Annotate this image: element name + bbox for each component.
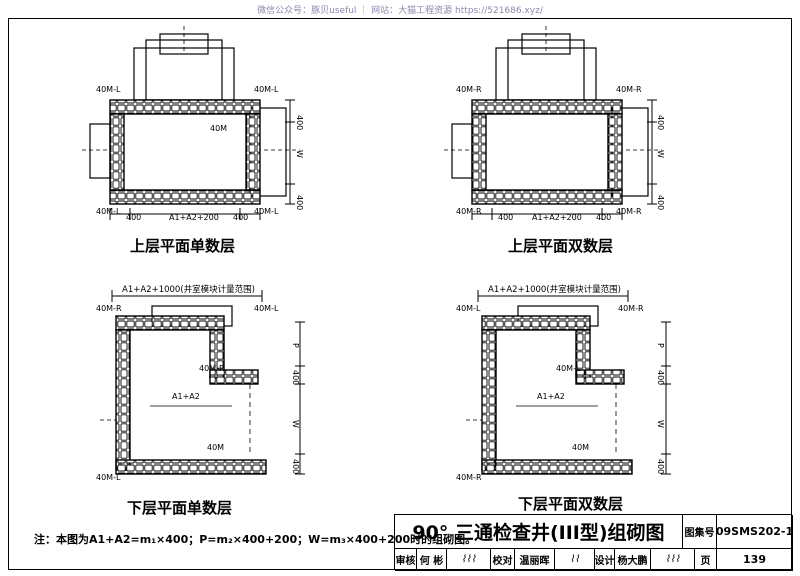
br-dim-r3: W: [656, 420, 665, 428]
tl-label-tl: 40M-L: [96, 85, 121, 94]
tr-dim-r1: 400: [656, 115, 665, 130]
tl-label-br: 40M-L: [254, 207, 279, 216]
tr-dim-r2: W: [656, 150, 665, 158]
bl-wall-left: [115, 329, 131, 471]
tl-dim-left: 400: [126, 213, 141, 222]
review-signature: ⌇⌇⌇: [447, 549, 491, 571]
design-name: 杨大鹏: [615, 549, 651, 571]
atlas-number: 09SMS202-1: [717, 515, 793, 549]
bl-wall-mid: [209, 369, 259, 385]
tl-pipe-top-outer: [133, 47, 235, 101]
tr-label-br: 40M-R: [616, 207, 642, 216]
bl-dim-r4: 400: [291, 459, 300, 474]
br-label-mid: 40M-L: [556, 364, 581, 373]
tl-dim-right: 400: [233, 213, 248, 222]
bl-dim-top: A1+A2+1000(井室模块计量范围): [122, 284, 255, 295]
tr-dim-r3: 400: [656, 195, 665, 210]
tl-wall-top: [109, 99, 261, 115]
tr-label-tl: 40M-R: [456, 85, 482, 94]
br-dim-top: A1+A2+1000(井室模块计量范围): [488, 284, 621, 295]
br-label-a: A1+A2: [537, 392, 565, 401]
page-label: 页: [695, 549, 717, 571]
drawing-title: 90° 三通检查井(III型)组砌图: [395, 515, 683, 549]
br-wall-bottom: [481, 459, 633, 475]
br-wall-mid: [575, 369, 625, 385]
design-label: 设计: [595, 549, 615, 571]
tl-pipe-left: [89, 123, 111, 179]
watermark-top: 微信公众号：豚贝useful ｜ 网站：大猫工程资源 https://52168…: [257, 6, 543, 16]
title-block: 90° 三通检查井(III型)组砌图 图集号 09SMS202-1 审核 何 彬…: [394, 514, 793, 571]
bl-label-tr: 40M-L: [254, 304, 279, 313]
tr-wall-right: [607, 113, 623, 191]
tr-pipe-left: [451, 123, 473, 179]
tr-pipe-top-outer: [495, 47, 597, 101]
tr-wall-top: [471, 99, 623, 115]
atlas-label: 图集号: [683, 515, 717, 549]
br-wall-top: [481, 315, 591, 331]
check-signature: ⌇⌇: [555, 549, 595, 571]
caption-top-right: 上层平面双数层: [508, 237, 614, 255]
tl-dim-r3: 400: [295, 195, 304, 210]
review-label: 审核: [395, 549, 417, 571]
tr-dim-right: 400: [596, 213, 611, 222]
br-dim-r1: P: [656, 343, 665, 348]
br-label-bl: 40M-R: [456, 473, 482, 482]
check-name: 温丽晖: [515, 549, 555, 571]
br-label-tr: 40M-R: [618, 304, 644, 313]
caption-bottom-right: 下层平面双数层: [518, 495, 624, 513]
bl-dim-r3: W: [291, 420, 300, 428]
tr-label-bl: 40M-R: [456, 207, 482, 216]
tr-label-tr: 40M-R: [616, 85, 642, 94]
bl-label-bl: 40M-L: [96, 473, 121, 482]
bl-label-bot: 40M: [207, 443, 224, 452]
tr-dim-bottom: A1+A2+200: [532, 213, 582, 222]
tl-dim-r1: 400: [295, 115, 304, 130]
tl-label-bl: 40M-L: [96, 207, 121, 216]
br-wall-left: [481, 329, 497, 471]
tl-dim-r2: W: [295, 150, 304, 158]
drawing-note: 注：本图为A1+A2=m₁×400；P=m₂×400+200；W=m₃×400+…: [34, 533, 477, 546]
bl-label-mid: 40M-R: [199, 364, 225, 373]
bl-wall-bottom: [115, 459, 267, 475]
check-label: 校对: [491, 549, 515, 571]
tl-dim-bottom: A1+A2+200: [169, 213, 219, 222]
tl-label-tr: 40M-L: [254, 85, 279, 94]
br-label-tl: 40M-L: [456, 304, 481, 313]
drawing-frame: [8, 18, 792, 570]
design-signature: ⌇⌇⌇: [651, 549, 695, 571]
tl-wall-left: [109, 113, 125, 191]
caption-bottom-left: 下层平面单数层: [127, 499, 233, 517]
tr-wall-bottom: [471, 189, 623, 205]
br-dim-r4: 400: [656, 459, 665, 474]
bl-label-tl: 40M-R: [96, 304, 122, 313]
bl-wall-top: [115, 315, 225, 331]
br-dim-r2: 400: [656, 370, 665, 385]
tl-wall-bottom: [109, 189, 261, 205]
caption-top-left: 上层平面单数层: [130, 237, 236, 255]
br-label-bot: 40M: [572, 443, 589, 452]
review-name: 何 彬: [417, 549, 447, 571]
bl-dim-r1: P: [291, 343, 300, 348]
tl-label-inner: 40M: [210, 124, 227, 133]
page-number: 139: [717, 549, 793, 571]
bl-dim-r2: 400: [291, 370, 300, 385]
tr-dim-left: 400: [498, 213, 513, 222]
tl-wall-right: [245, 113, 261, 191]
tr-wall-left: [471, 113, 487, 191]
bl-label-a: A1+A2: [172, 392, 200, 401]
